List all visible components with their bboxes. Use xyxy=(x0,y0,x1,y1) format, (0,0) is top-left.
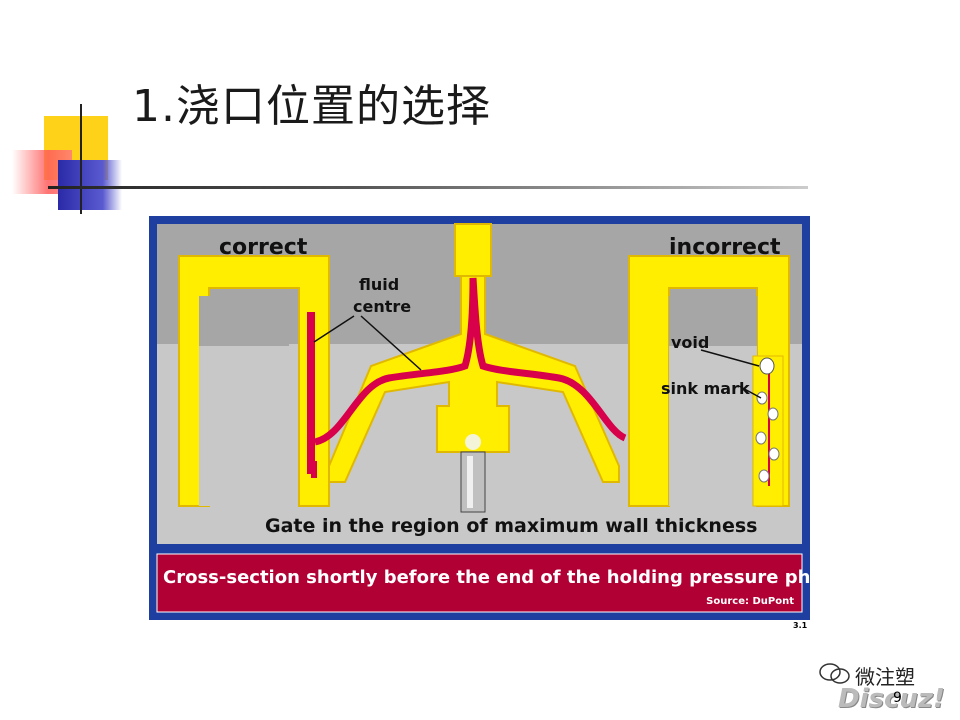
gate-caption: Gate in the region of maximum wall thick… xyxy=(265,515,757,537)
deco-blue-square xyxy=(58,160,122,210)
deco-vertical-line xyxy=(80,104,82,214)
label-centre: centre xyxy=(353,297,411,316)
label-sink-mark: sink mark xyxy=(661,379,750,398)
label-void: void xyxy=(671,333,709,352)
caption-banner xyxy=(156,553,803,613)
source-text: Source: DuPont xyxy=(706,596,794,607)
title-underline xyxy=(48,186,808,189)
label-fluid: fluid xyxy=(359,275,399,294)
correct-part xyxy=(178,255,330,507)
banner-text: Cross-section shortly before the end of … xyxy=(163,567,810,588)
watermark-discuz: Discuz! xyxy=(838,684,945,714)
watermark-wechat: 微注塑 xyxy=(855,665,915,689)
void-bubble xyxy=(759,357,775,375)
figure-number: 3.1 xyxy=(793,621,808,630)
runner-system xyxy=(313,223,627,513)
gate-location-diagram: correct incorrect fluid centre void sink… xyxy=(149,216,845,620)
label-incorrect: incorrect xyxy=(669,235,781,260)
wechat-icon xyxy=(818,662,852,690)
page-title: 1.浇口位置的选择 xyxy=(132,81,491,132)
incorrect-part xyxy=(628,255,790,507)
page-number: 9 xyxy=(893,690,902,706)
label-correct: correct xyxy=(219,235,308,260)
